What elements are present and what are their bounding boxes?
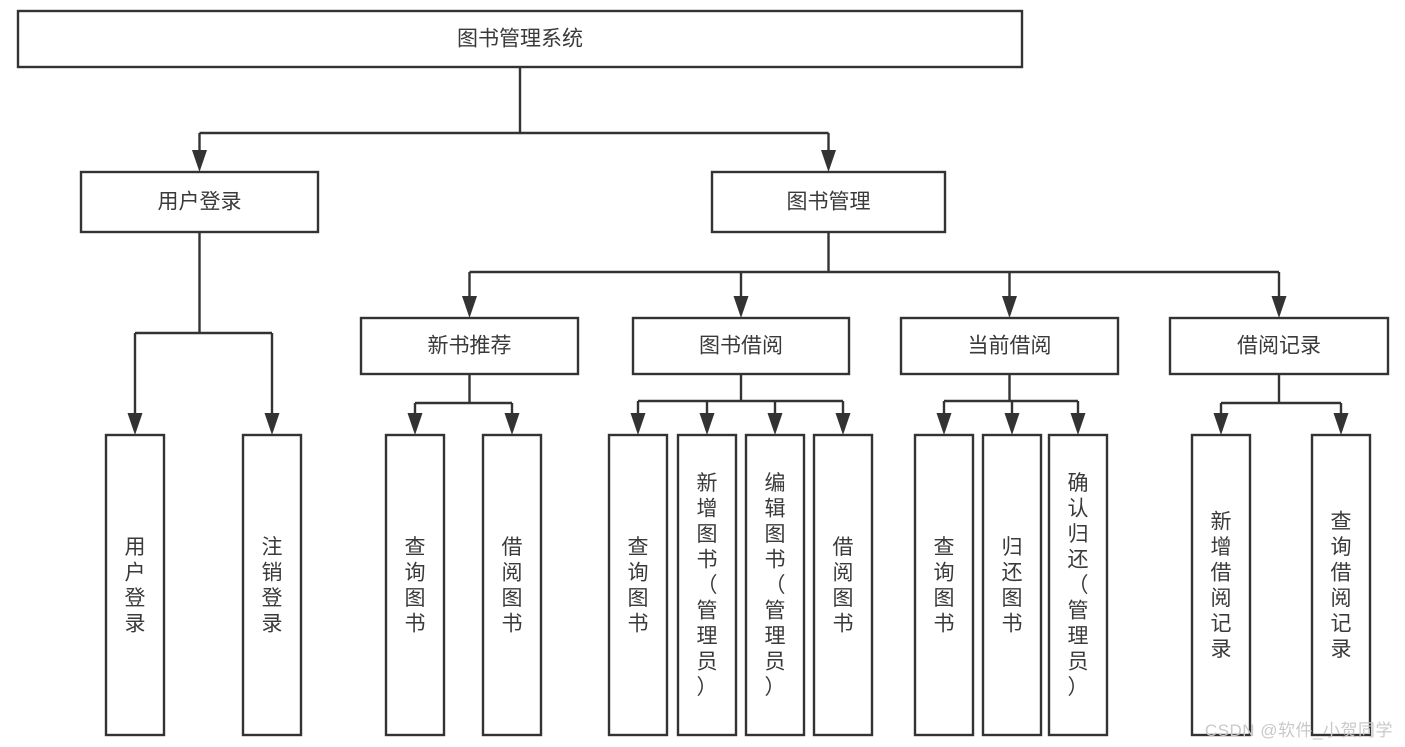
node-leaf-user-login[interactable]: 用户登录 — [104, 433, 166, 737]
node-leaf-confirm-return[interactable]: 确认归还（管理员） — [1047, 433, 1109, 737]
node-box[interactable] — [79, 170, 320, 234]
node-box[interactable] — [676, 433, 738, 737]
node-box[interactable] — [899, 316, 1120, 376]
arrow-head-icon — [1004, 413, 1020, 435]
arrow-head-icon — [504, 413, 520, 435]
node-box[interactable] — [16, 9, 1024, 69]
node-leaf-query-book-current[interactable]: 查询图书 — [913, 433, 975, 737]
node-leaf-edit-book[interactable]: 编辑图书（管理员） — [744, 433, 806, 737]
arrow-head-icon — [192, 150, 207, 172]
node-label: 用户登录 — [125, 536, 146, 636]
node-box[interactable] — [710, 170, 947, 234]
node-label: 查询图书 — [628, 536, 649, 636]
arrow-head-icon — [1213, 413, 1229, 435]
node-label: 查询图书 — [405, 536, 426, 636]
node-box[interactable] — [744, 433, 806, 737]
connector-group-borrow-record — [1213, 374, 1349, 435]
node-leaf-query-book-borrow[interactable]: 查询图书 — [607, 433, 669, 737]
node-box[interactable] — [241, 433, 303, 737]
node-label: 新增借阅记录 — [1211, 510, 1232, 661]
node-box[interactable] — [359, 316, 580, 376]
node-box[interactable] — [384, 433, 446, 737]
node-label: 归还图书 — [1002, 536, 1023, 636]
arrow-head-icon — [407, 413, 423, 435]
node-label: 查询借阅记录 — [1331, 510, 1352, 661]
arrow-head-icon — [835, 413, 851, 435]
node-box[interactable] — [481, 433, 543, 737]
node-box[interactable] — [913, 433, 975, 737]
arrow-head-icon — [1070, 413, 1086, 435]
node-label: 图书管理 — [787, 191, 871, 214]
node-label: 借阅图书 — [502, 536, 523, 636]
connector-group-user-login — [127, 232, 280, 435]
node-label: 借阅图书 — [833, 536, 854, 636]
node-leaf-query-book-recommend[interactable]: 查询图书 — [384, 433, 446, 737]
node-leaf-user-logout[interactable]: 注销登录 — [241, 433, 303, 737]
arrow-head-icon — [733, 296, 749, 318]
node-label: 图书借阅 — [699, 335, 783, 358]
node-box[interactable] — [104, 433, 166, 737]
node-book-manage[interactable]: 图书管理 — [710, 170, 947, 234]
arrow-head-icon — [1333, 413, 1349, 435]
connector-group-book-borrow — [630, 374, 851, 435]
node-box[interactable] — [607, 433, 669, 737]
node-leaf-add-record[interactable]: 新增借阅记录 — [1190, 433, 1252, 737]
node-box[interactable] — [1168, 316, 1390, 376]
node-label: 确认归还（管理员） — [1068, 472, 1089, 699]
node-book-borrow[interactable]: 图书借阅 — [631, 316, 851, 376]
node-box[interactable] — [1310, 433, 1372, 737]
arrow-head-icon — [1002, 296, 1017, 318]
nodes-layer: 图书管理系统用户登录图书管理新书推荐图书借阅当前借阅借阅记录用户登录注销登录查询… — [16, 9, 1390, 737]
node-label: 用户登录 — [158, 191, 242, 214]
node-box[interactable] — [812, 433, 874, 737]
arrow-head-icon — [127, 413, 143, 435]
node-leaf-add-book[interactable]: 新增图书（管理员） — [676, 433, 738, 737]
connector-group-book-manage — [462, 232, 1287, 318]
node-leaf-query-record[interactable]: 查询借阅记录 — [1310, 433, 1372, 737]
arrow-head-icon — [630, 413, 646, 435]
node-root[interactable]: 图书管理系统 — [16, 9, 1024, 69]
node-borrow-record[interactable]: 借阅记录 — [1168, 316, 1390, 376]
node-label: 查询图书 — [934, 536, 955, 636]
node-label: 新书推荐 — [428, 335, 512, 358]
node-label: 编辑图书（管理员） — [765, 472, 786, 699]
connectors-layer — [127, 67, 1349, 435]
node-box[interactable] — [1190, 433, 1252, 737]
arrow-head-icon — [699, 413, 715, 435]
node-leaf-borrow-book[interactable]: 借阅图书 — [812, 433, 874, 737]
arrow-head-icon — [821, 150, 836, 172]
connector-group-root — [192, 67, 836, 172]
node-label: 借阅记录 — [1237, 335, 1321, 358]
node-current-borrow[interactable]: 当前借阅 — [899, 316, 1120, 376]
node-leaf-return-book[interactable]: 归还图书 — [981, 433, 1043, 737]
node-box[interactable] — [631, 316, 851, 376]
node-label: 当前借阅 — [968, 335, 1052, 358]
node-label: 注销登录 — [262, 536, 283, 636]
node-leaf-borrow-book-recommend[interactable]: 借阅图书 — [481, 433, 543, 737]
node-box[interactable] — [981, 433, 1043, 737]
arrow-head-icon — [264, 413, 280, 435]
arrow-head-icon — [767, 413, 783, 435]
node-label: 图书管理系统 — [457, 28, 583, 51]
node-label: 新增图书（管理员） — [697, 472, 718, 699]
arrow-head-icon — [1271, 296, 1287, 318]
connector-group-current-borrow — [936, 374, 1086, 435]
node-box[interactable] — [1047, 433, 1109, 737]
node-user-login[interactable]: 用户登录 — [79, 170, 320, 234]
node-new-book-recommend[interactable]: 新书推荐 — [359, 316, 580, 376]
arrow-head-icon — [936, 413, 952, 435]
arrow-head-icon — [462, 296, 477, 318]
connector-group-new-book-recommend — [407, 374, 520, 435]
